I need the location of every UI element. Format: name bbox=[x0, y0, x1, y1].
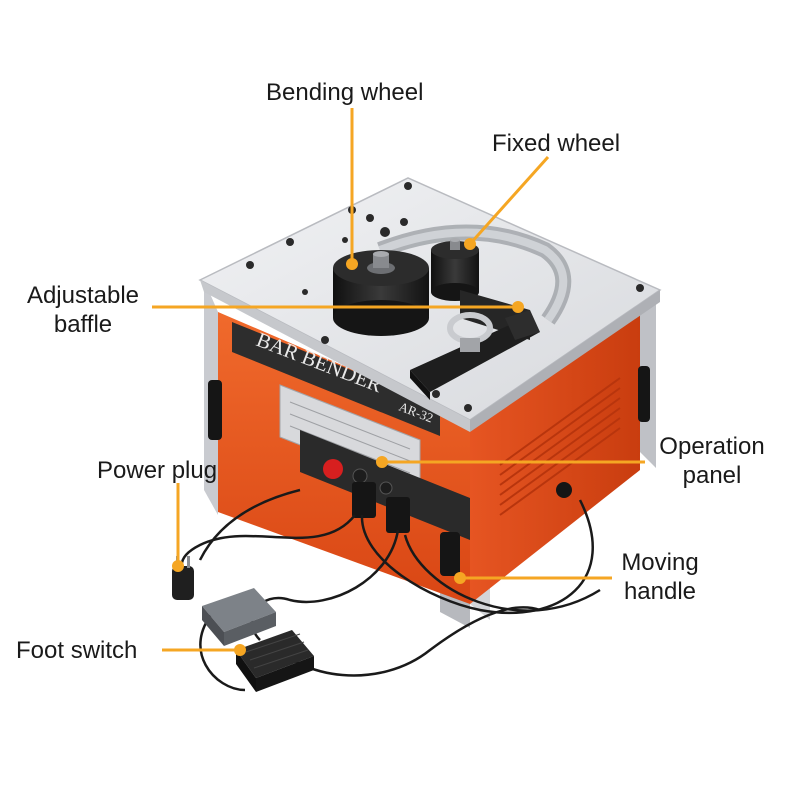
label-operation-panel: Operation panel bbox=[648, 432, 776, 490]
label-foot-switch: Foot switch bbox=[16, 637, 138, 664]
machine-side-body bbox=[440, 300, 650, 604]
foot-switch bbox=[202, 588, 314, 692]
label-adjustable-baffle-line-2: baffle bbox=[53, 311, 113, 338]
label-moving-handle-line-1: Moving bbox=[621, 549, 699, 576]
label-fixed-wheel: Fixed wheel bbox=[492, 130, 621, 157]
label-adjustable-baffle: Adjustable baffle bbox=[16, 281, 150, 339]
socket-left bbox=[352, 482, 376, 518]
leader-fixed-wheel bbox=[468, 155, 550, 246]
adjustable-baffle bbox=[410, 290, 540, 400]
left-handle bbox=[208, 380, 222, 440]
label-power-plug: Power plug bbox=[97, 457, 218, 484]
leader-lines bbox=[152, 108, 645, 652]
brand-plate bbox=[232, 322, 440, 436]
label-operation-panel-line-2: panel bbox=[682, 462, 742, 489]
emergency-stop-button bbox=[323, 459, 343, 479]
leader-dots bbox=[172, 238, 524, 656]
bending-wheel bbox=[333, 250, 429, 336]
moving-handle bbox=[440, 532, 460, 576]
socket-right bbox=[386, 497, 410, 533]
right-handle bbox=[638, 366, 650, 422]
top-plate bbox=[198, 177, 662, 432]
label-adjustable-baffle-line-1: Adjustable bbox=[26, 282, 140, 309]
label-operation-panel-line-1: Operation bbox=[659, 433, 765, 460]
label-moving-handle-line-2: handle bbox=[623, 578, 697, 605]
label-bending-wheel: Bending wheel bbox=[266, 79, 424, 106]
label-moving-handle: Moving handle bbox=[612, 548, 708, 606]
fixed-wheel bbox=[431, 238, 479, 301]
